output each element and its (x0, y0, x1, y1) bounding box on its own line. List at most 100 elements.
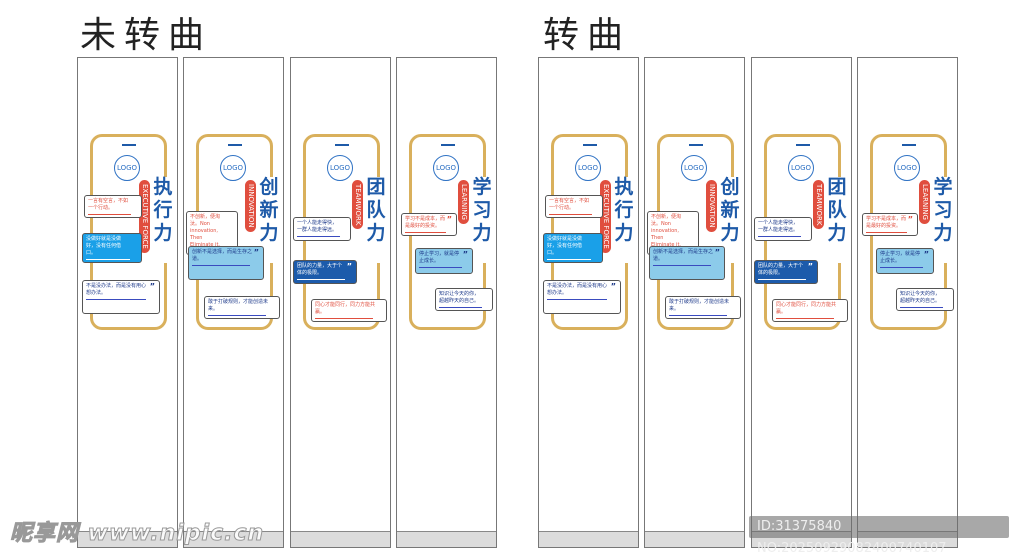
underline-decoration (405, 232, 446, 233)
panel-base (78, 531, 177, 547)
quote-mark-icon: ” (346, 262, 352, 271)
quote-mark-icon: ” (149, 282, 155, 291)
english-label-pill: EXECUTIVE FORCE (600, 180, 611, 253)
image-id-label: ID:31375840 NO:20250929082400740107 (749, 516, 1009, 556)
underline-decoration (776, 318, 834, 319)
quote-card: 学习不是成本，而是最好的投资。” (862, 213, 918, 236)
quote-card: 知识让今天的你，超越昨天的自己。 (435, 288, 493, 311)
top-bar-icon (796, 144, 810, 146)
chinese-title: 团队力 (827, 176, 847, 244)
quote-card: 敢于打破规则，才能创造未来。 (665, 296, 741, 319)
frame-gap (268, 177, 274, 263)
underline-decoration (86, 259, 131, 260)
underline-decoration (669, 315, 727, 316)
frame-outline (551, 134, 629, 330)
top-bar-icon (689, 144, 703, 146)
underline-decoration (297, 279, 345, 280)
english-label-pill: INNOVATION (706, 180, 717, 232)
top-bar-icon (441, 144, 455, 146)
quote-text: 不创新，便淘汰。Non innovation, Then Eliminate i… (190, 214, 221, 248)
quote-text: 知识让今天的你，超越昨天的自己。 (900, 291, 941, 304)
english-label-pill: LEARNING (919, 180, 930, 224)
quote-card: 没做好就是没做好，没有任何借口。 (543, 233, 603, 263)
panel-base (645, 531, 744, 547)
quote-text: 敢于打破规则，才能创造未来。 (208, 299, 269, 312)
quote-mark-icon: ” (907, 215, 913, 224)
quote-card: 不是没办法，而是没有用心想办法。” (543, 280, 621, 314)
chinese-title: 执行力 (614, 176, 634, 244)
english-label-pill: TEAMWORK (352, 180, 363, 230)
chinese-title: 学习力 (933, 176, 953, 244)
english-label: LEARNING (460, 184, 468, 220)
underline-decoration (315, 318, 373, 319)
english-label-pill: LEARNING (458, 180, 469, 224)
english-label: INNOVATION (247, 184, 255, 228)
top-bar-icon (122, 144, 136, 146)
top-bar-icon (583, 144, 597, 146)
logo-circle: LOGO (114, 155, 140, 181)
heading-transformed: 转曲 (543, 15, 632, 56)
quote-card: 同心才能同行，同力方能共赢。 (311, 299, 387, 322)
underline-decoration (419, 267, 462, 268)
quote-text: 一个人能走得快，一群人能走得远。 (297, 220, 338, 233)
underline-decoration (208, 315, 266, 316)
quote-text: 同心才能同行，同力方能共赢。 (315, 302, 376, 315)
top-bar-icon (902, 144, 916, 146)
logo-circle: LOGO (894, 155, 920, 181)
quote-text: 不是没办法，而是没有用心想办法。 (86, 283, 147, 296)
underline-decoration (547, 259, 592, 260)
quote-mark-icon: ” (923, 250, 929, 259)
underline-decoration (88, 214, 131, 215)
quote-card: 一个人能走得快，一群人能走得远。 (754, 217, 812, 241)
quote-card: 团队的力量，大于个体的极限。” (293, 260, 357, 284)
quote-card: 停止学习，就是停止成长。” (876, 248, 934, 274)
watermark: 昵享网 www.nipic.cn (9, 521, 265, 547)
quote-card: 一言有空言，不如一个行动。 (545, 195, 603, 218)
quote-card: 停止学习，就是停止成长。” (415, 248, 473, 274)
quote-text: 不创新，便淘汰。Non innovation, Then Eliminate i… (651, 214, 682, 248)
underline-decoration (866, 232, 907, 233)
quote-mark-icon: ” (446, 215, 452, 224)
quote-text: 学习不是成本，而是最好的投资。 (866, 216, 907, 229)
quote-card: 一个人能走得快，一群人能走得远。 (293, 217, 351, 241)
quote-card: 同心才能同行，同力方能共赢。 (772, 299, 848, 322)
panel-base (539, 531, 638, 547)
frame-gap (375, 177, 381, 263)
underline-decoration (439, 307, 482, 308)
frame-gap (942, 177, 948, 263)
quote-text: 没做好就是没做好，没有任何借口。 (86, 236, 122, 256)
panel-base (397, 531, 496, 547)
top-bar-icon (335, 144, 349, 146)
logo-text: LOGO (435, 164, 457, 172)
top-bar-icon (228, 144, 242, 146)
quote-text: 敢于打破规则，才能创造未来。 (669, 299, 730, 312)
logo-circle: LOGO (220, 155, 246, 181)
quote-card: 知识让今天的你，超越昨天的自己。 (896, 288, 954, 311)
heading-untransformed: 未转曲 (80, 15, 213, 56)
quote-text: 团队的力量，大于个体的极限。 (297, 263, 343, 276)
quote-text: 同心才能同行，同力方能共赢。 (776, 302, 837, 315)
quote-card: 没做好就是没做好，没有任何借口。 (82, 233, 142, 263)
english-label: TEAMWORK (815, 184, 823, 226)
english-label: EXECUTIVE FORCE (141, 184, 149, 249)
underline-decoration (758, 236, 801, 237)
quote-text: 不是没办法，而是没有用心想办法。 (547, 283, 608, 296)
frame-gap (162, 177, 168, 263)
logo-circle: LOGO (327, 155, 353, 181)
logo-circle: LOGO (575, 155, 601, 181)
underline-decoration (758, 279, 806, 280)
quote-mark-icon: ” (610, 282, 616, 291)
panel-base (184, 531, 283, 547)
underline-decoration (653, 265, 711, 266)
english-label: LEARNING (921, 184, 929, 220)
underline-decoration (900, 307, 943, 308)
quote-text: 团队的力量，大于个体的极限。 (758, 263, 804, 276)
quote-mark-icon: ” (462, 250, 468, 259)
underline-decoration (549, 214, 592, 215)
logo-text: LOGO (116, 164, 138, 172)
logo-text: LOGO (222, 164, 244, 172)
logo-circle: LOGO (681, 155, 707, 181)
